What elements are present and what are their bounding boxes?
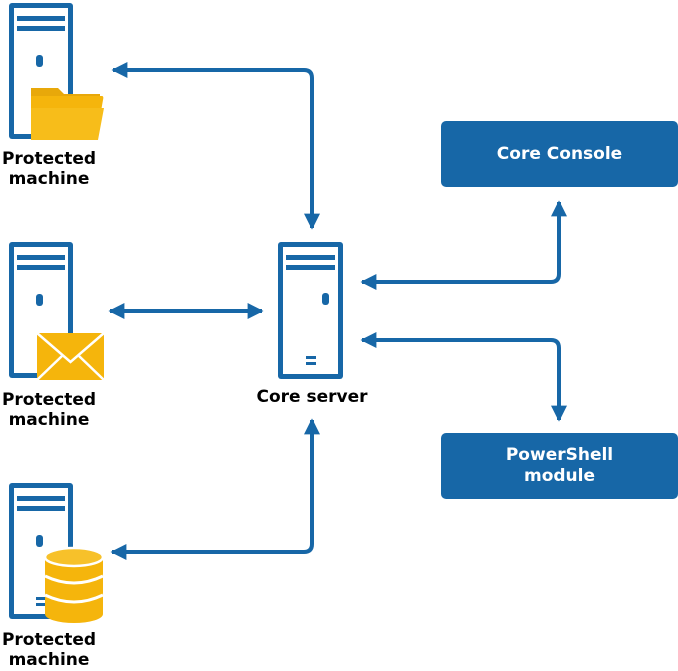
core-console-label: Core Console: [496, 143, 623, 164]
label-line-2: machine: [8, 169, 90, 189]
protected-machine-3-label: Protected machine: [0, 630, 98, 670]
mail-icon: [36, 332, 105, 381]
core-console-box: Core Console: [441, 121, 678, 187]
label-line-2: machine: [8, 410, 90, 430]
label-line-1: Protected: [1, 390, 97, 410]
protected-machine-1-label: Protected machine: [0, 149, 98, 189]
powershell-label-line-2: module: [523, 466, 596, 486]
folder-icon: [31, 88, 104, 140]
database-icon: [43, 546, 105, 623]
label-line-2: machine: [8, 650, 90, 670]
arrow-machine3-core: [110, 418, 320, 560]
server-icon: [278, 242, 343, 379]
protected-machine-2: [9, 242, 105, 381]
powershell-module-box: PowerShell module: [441, 433, 678, 499]
protected-machine-2-label: Protected machine: [0, 390, 98, 430]
label-line-1: Protected: [1, 149, 97, 169]
arrow-core-powershell: [360, 332, 567, 422]
protected-machine-3: [9, 483, 105, 623]
core-server-label: Core server: [248, 387, 376, 407]
arrow-core-console: [360, 200, 567, 290]
arrow-machine1-core: [111, 62, 320, 230]
core-server-label-text: Core server: [256, 387, 368, 407]
powershell-label-line-1: PowerShell: [505, 445, 614, 465]
protected-machine-1: [9, 3, 104, 140]
label-line-1: Protected: [1, 630, 97, 650]
connectors: [108, 62, 567, 560]
core-server: [278, 242, 343, 379]
